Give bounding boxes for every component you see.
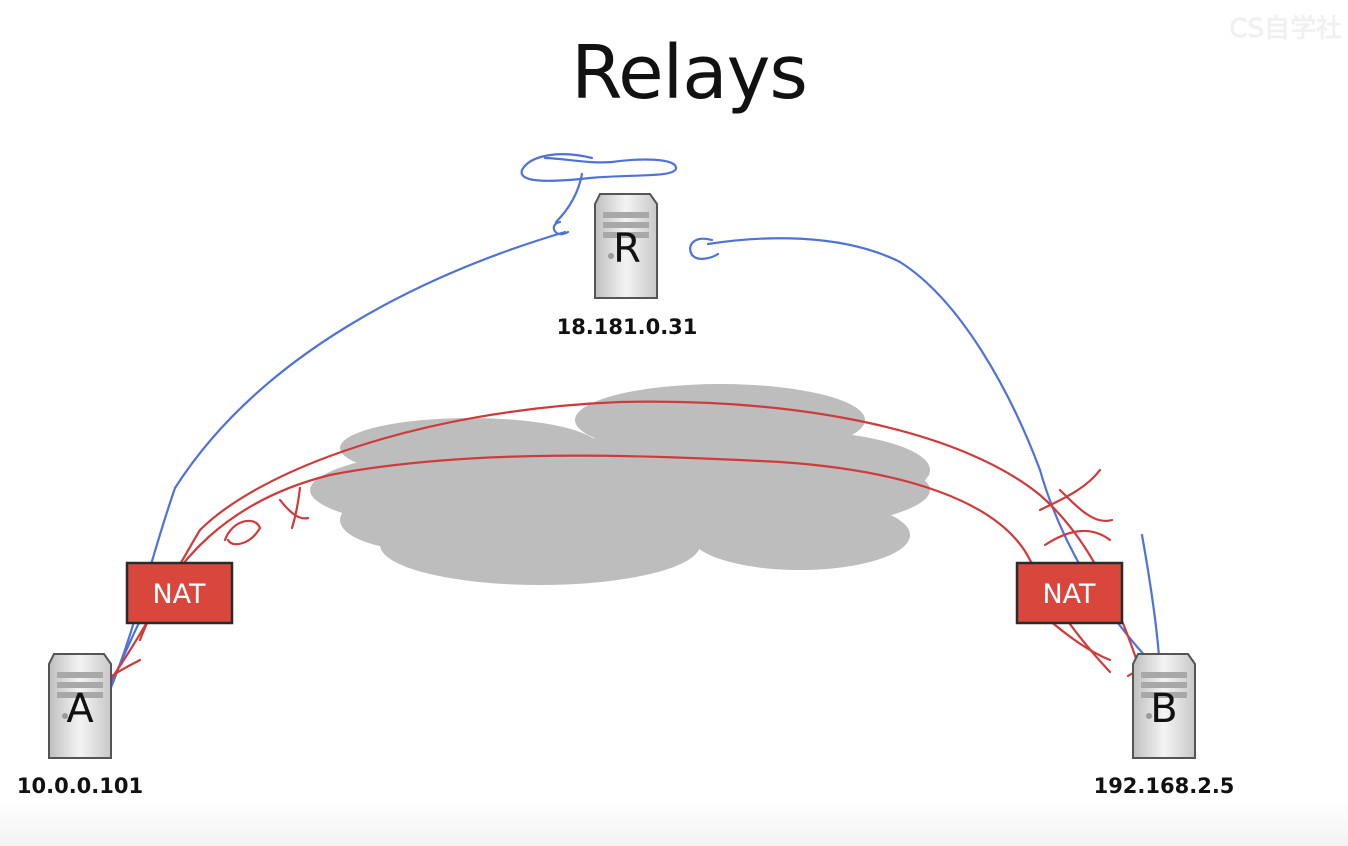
server-host-b-letter: B [1150, 686, 1177, 732]
server-relay: R 18.181.0.31 [557, 193, 698, 339]
nat-right: NAT [1015, 561, 1124, 625]
server-host-b: B 192.168.2.5 [1094, 653, 1235, 798]
watermark: CS自学社 [1229, 14, 1342, 44]
server-relay-letter: R [613, 226, 641, 272]
server-host-a-letter: A [66, 686, 94, 732]
nat-left: NAT [125, 561, 234, 625]
slide-title: Relays [571, 30, 808, 116]
internet-cloud [310, 384, 930, 585]
bottom-fade [0, 800, 1348, 846]
nat-left-label: NAT [152, 579, 206, 610]
server-host-a: A 10.0.0.101 [17, 653, 143, 798]
server-host-b-ip: 192.168.2.5 [1094, 774, 1235, 798]
server-host-a-ip: 10.0.0.101 [17, 774, 143, 798]
server-relay-ip: 18.181.0.31 [557, 315, 698, 339]
nat-right-label: NAT [1042, 579, 1096, 610]
